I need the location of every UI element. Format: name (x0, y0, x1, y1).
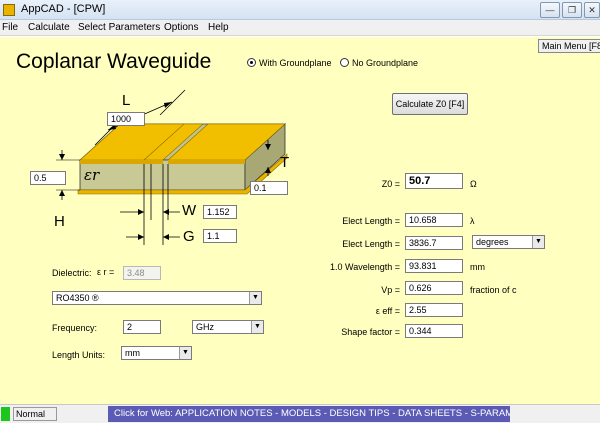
radio-dot-icon (340, 58, 349, 67)
menu-select-parameters[interactable]: Select Parameters (78, 22, 161, 33)
radio-with-groundplane[interactable]: With Groundplane (247, 58, 332, 68)
status-indicator-icon (1, 407, 10, 421)
frequency-unit-value: GHz (196, 322, 214, 332)
app-icon (3, 4, 15, 16)
main-menu-button[interactable]: Main Menu [F8 (538, 39, 600, 53)
elect-length-lambda-unit: λ (470, 216, 475, 226)
chevron-down-icon: ▼ (249, 292, 261, 304)
client-area (0, 37, 600, 404)
elect-length-lambda-label: Elect Length = (342, 216, 400, 226)
shape-factor-label: Shape factor = (341, 327, 400, 337)
z0-unit: Ω (470, 179, 477, 189)
frequency-label: Frequency: (52, 323, 98, 333)
menu-help[interactable]: Help (208, 22, 229, 33)
title-bar: AppCAD - [CPW] — ❐ ✕ (0, 0, 600, 20)
eeff-label: ε eff = (375, 306, 400, 316)
chevron-down-icon: ▼ (251, 321, 263, 333)
elect-length-deg-output: 3836.7 (405, 236, 463, 250)
gap-g-input[interactable]: 1.1 (203, 229, 237, 243)
chevron-down-icon: ▼ (179, 347, 191, 359)
calculate-z0-button[interactable]: Calculate Z0 [F4] (392, 93, 468, 115)
web-links-bar[interactable]: Click for Web: APPLICATION NOTES - MODEL… (108, 406, 510, 422)
close-button[interactable]: ✕ (584, 2, 600, 18)
chevron-down-icon: ▼ (532, 236, 544, 248)
wavelength-label: 1.0 Wavelength = (330, 262, 400, 272)
frequency-unit-select[interactable]: GHz ▼ (192, 320, 264, 334)
length-units-value: mm (125, 348, 140, 358)
z0-output: 50.7 (405, 173, 463, 189)
radio-label: With Groundplane (259, 58, 332, 68)
angle-unit-value: degrees (476, 237, 509, 247)
dielectric-label: Dielectric: (52, 268, 92, 278)
wavelength-output: 93.831 (405, 259, 463, 273)
width-w-input[interactable]: 1.152 (203, 205, 237, 219)
material-value: RO4350 ® (56, 293, 99, 303)
dim-label-t: T (280, 154, 290, 171)
vp-output: 0.626 (405, 281, 463, 295)
dim-label-l: L (122, 92, 131, 109)
length-units-label: Length Units: (52, 350, 106, 360)
restore-button[interactable]: ❐ (562, 2, 582, 18)
er-prefix-label: ε r = (97, 267, 115, 277)
dim-label-h: H (54, 213, 65, 230)
groundplane (77, 153, 288, 195)
status-text: Normal (13, 407, 57, 421)
frequency-input[interactable]: 2 (123, 320, 161, 334)
length-units-select[interactable]: mm ▼ (121, 346, 192, 360)
minimize-button[interactable]: — (540, 2, 560, 18)
dim-label-w: W (182, 202, 197, 219)
window-title: AppCAD - [CPW] (21, 3, 106, 15)
shape-factor-output: 0.344 (405, 324, 463, 338)
menu-bar: File Calculate Select Parameters Options… (0, 20, 600, 36)
angle-unit-select[interactable]: degrees ▼ (472, 235, 545, 249)
er-value-field: 3.48 (123, 266, 161, 280)
dim-label-g: G (183, 228, 195, 245)
dim-label-er: εr (84, 166, 100, 184)
vp-unit: fraction of c (470, 285, 517, 295)
elect-length-deg-label: Elect Length = (342, 239, 400, 249)
radio-no-groundplane[interactable]: No Groundplane (340, 58, 418, 68)
height-h-input[interactable]: 0.5 (30, 171, 66, 185)
z0-label: Z0 = (381, 179, 400, 189)
thickness-t-input[interactable]: 0.1 (250, 181, 288, 195)
elect-length-lambda-output: 10.658 (405, 213, 463, 227)
substrate-front (79, 159, 246, 191)
menu-options[interactable]: Options (164, 22, 199, 33)
radio-label: No Groundplane (352, 58, 419, 68)
radio-dot-icon (247, 58, 256, 67)
status-bar: Normal Click for Web: APPLICATION NOTES … (0, 404, 600, 423)
length-l-input[interactable]: 1000 (107, 112, 145, 126)
cpw-diagram (56, 89, 288, 245)
menu-file[interactable]: File (2, 22, 19, 33)
material-select[interactable]: RO4350 ® ▼ (52, 291, 262, 305)
wavelength-unit: mm (470, 262, 485, 272)
vp-label: Vp = (381, 285, 400, 295)
page-title: Coplanar Waveguide (16, 50, 212, 73)
eeff-output: 2.55 (405, 303, 463, 317)
menu-calculate[interactable]: Calculate (28, 22, 70, 33)
